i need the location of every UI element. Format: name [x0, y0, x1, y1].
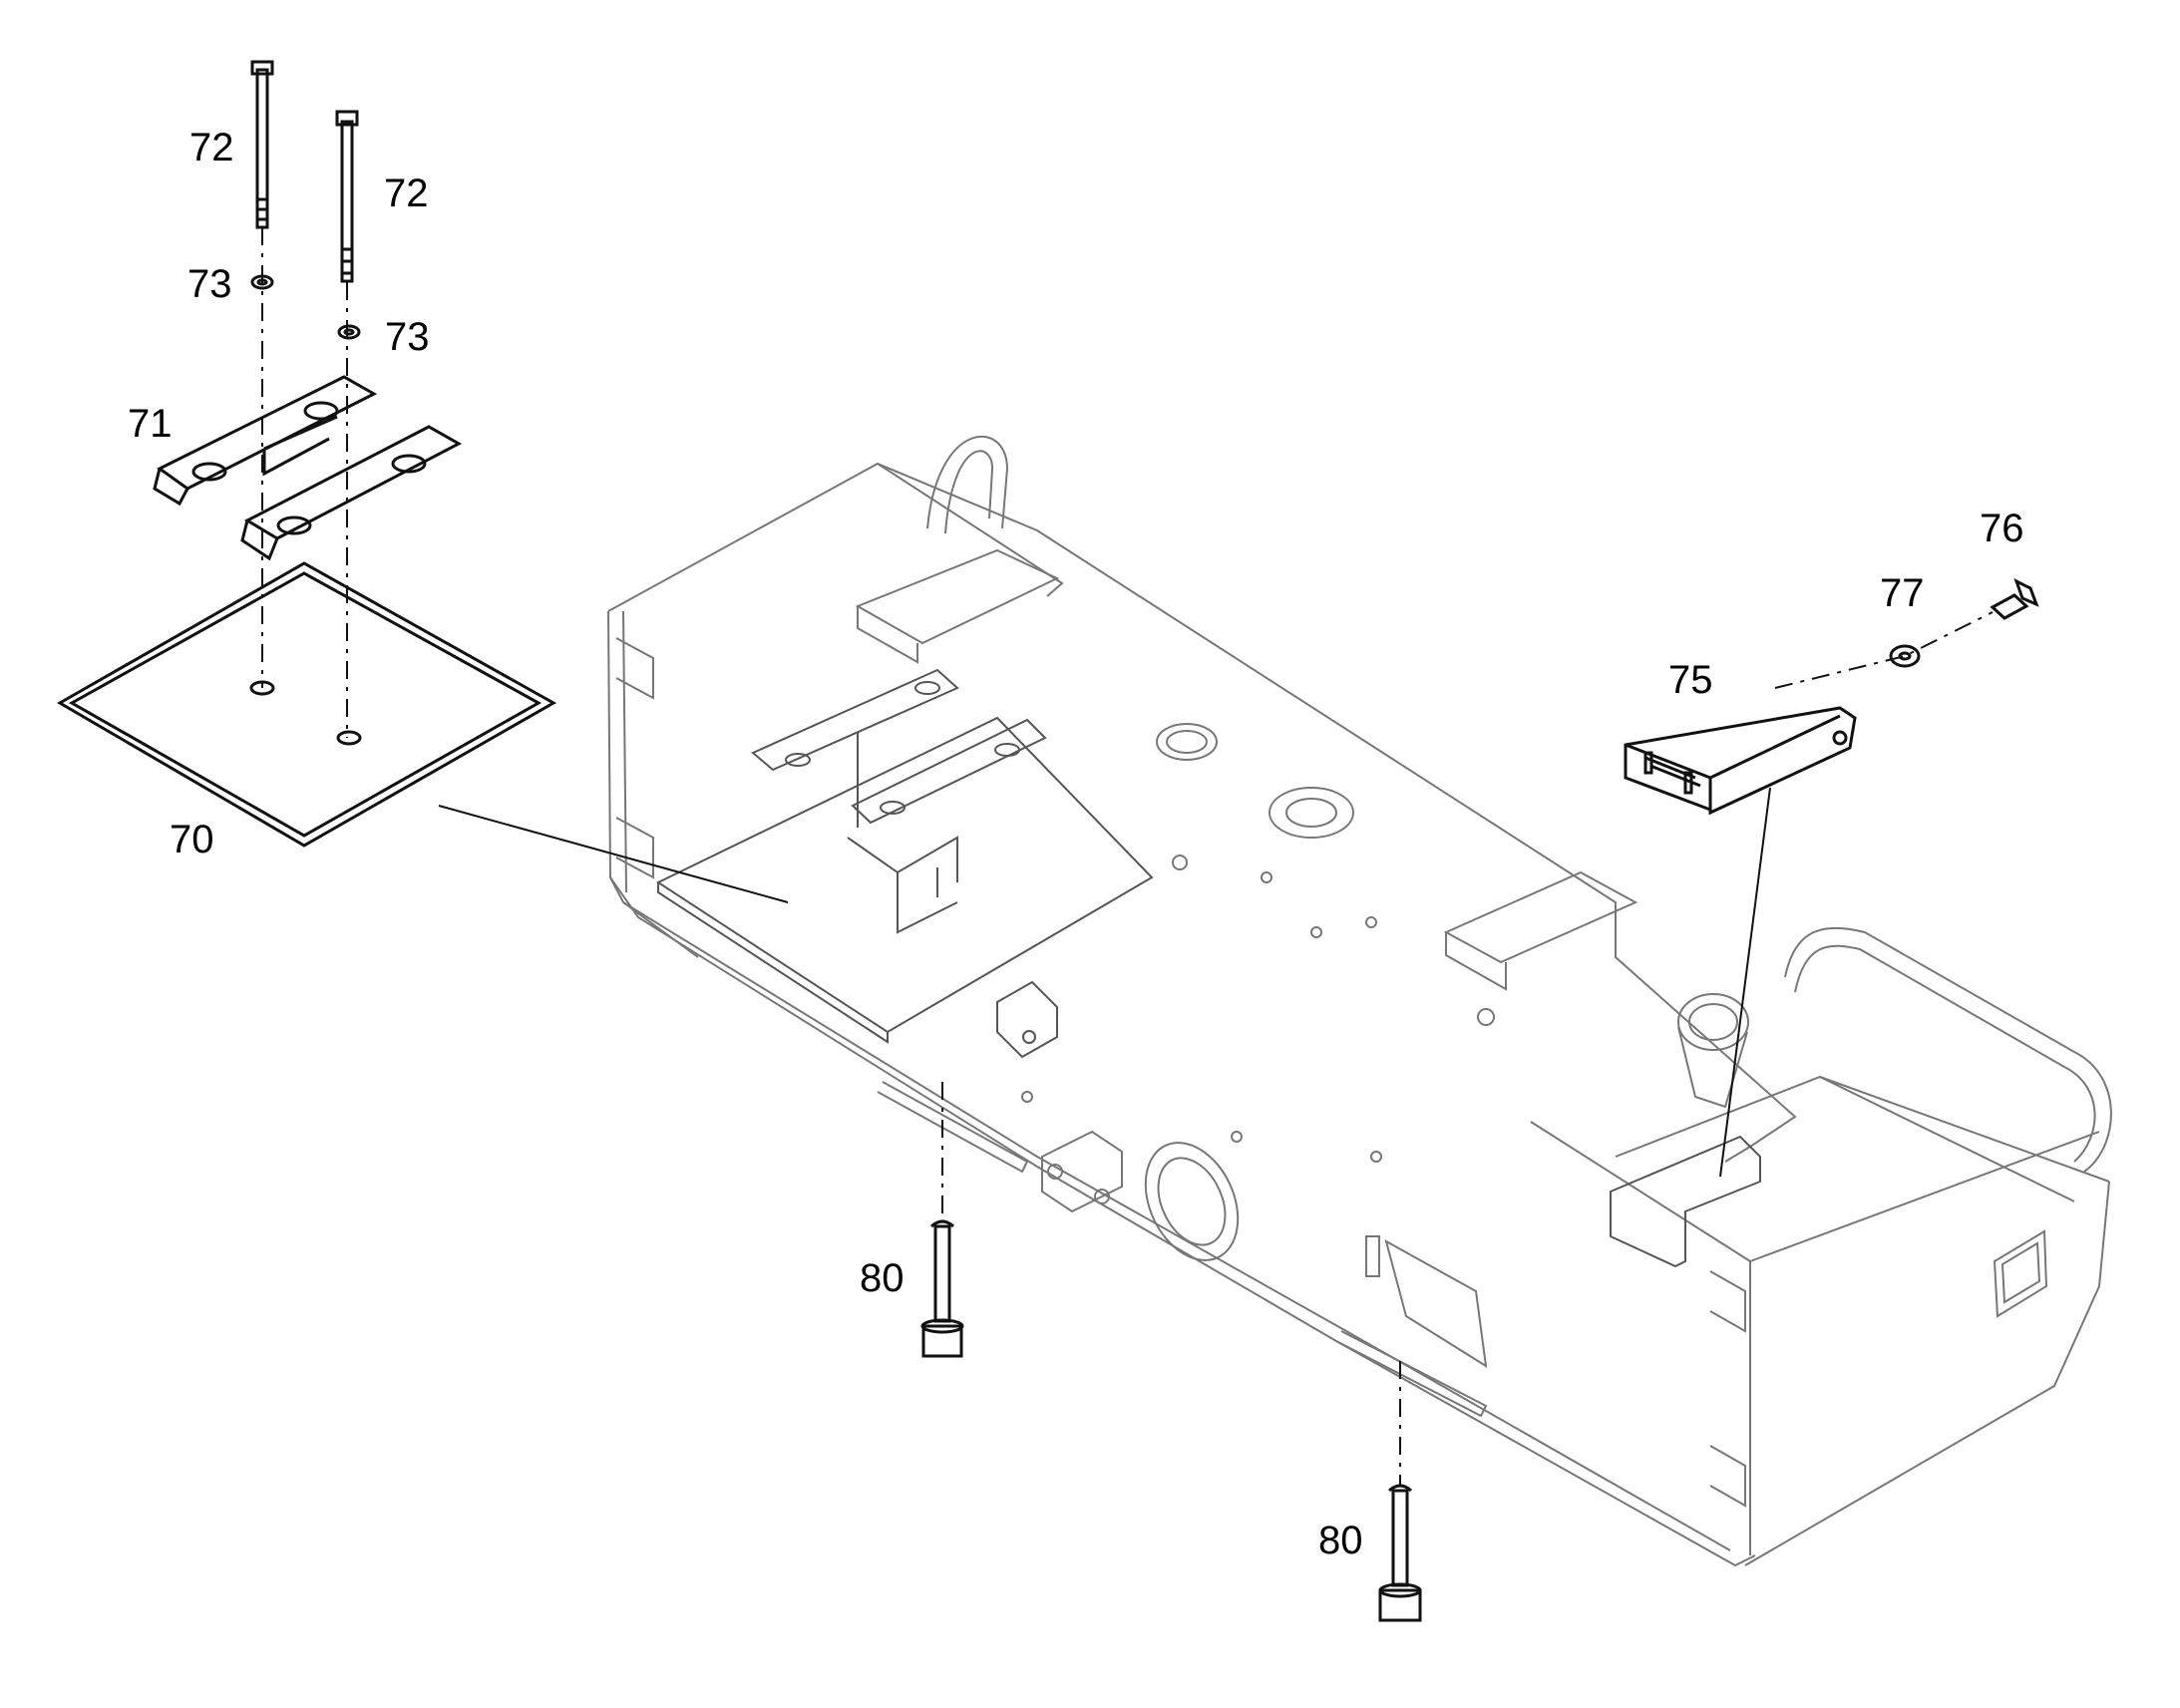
- part-77-washer: [1889, 644, 1921, 668]
- callout-72-left: 72: [189, 126, 234, 170]
- callout-73-right: 73: [385, 315, 430, 359]
- part-73-washers: [250, 274, 361, 340]
- callout-75: 75: [1668, 658, 1713, 702]
- part-75-bracket: [1624, 706, 1857, 816]
- part-80-bolts: [920, 1219, 1422, 1622]
- callout-80-right: 80: [1318, 1519, 1363, 1562]
- leader-lines: [438, 787, 1771, 1178]
- callout-76: 76: [1980, 507, 2024, 550]
- callout-73-left: 73: [187, 262, 232, 306]
- part-70-tray: [57, 561, 557, 848]
- callout-70: 70: [170, 818, 214, 861]
- part-71-clamp: [153, 375, 463, 561]
- installed-tray-assembly: [655, 668, 1761, 1268]
- frame-body: [607, 436, 2112, 1567]
- part-76-bolt: [1990, 577, 2039, 620]
- callout-71: 71: [128, 402, 173, 446]
- callout-80-left: 80: [860, 1256, 905, 1300]
- assembly-axes: [261, 227, 1994, 1486]
- callout-72-right: 72: [384, 171, 429, 215]
- part-72-bolts: [250, 60, 359, 283]
- callout-77: 77: [1880, 571, 1925, 615]
